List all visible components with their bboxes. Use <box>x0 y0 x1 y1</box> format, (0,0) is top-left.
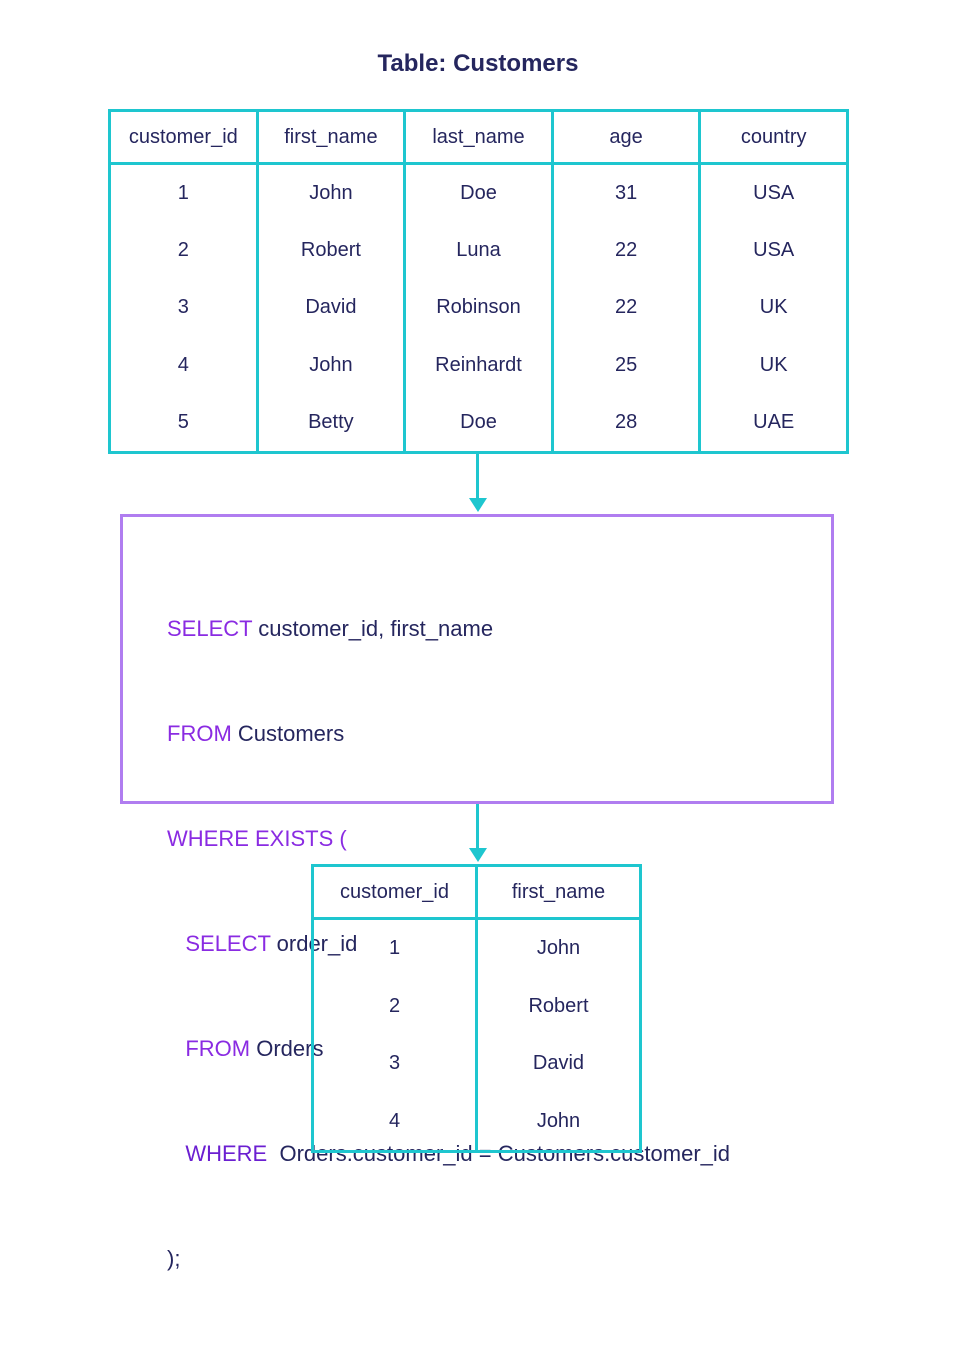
column-header-first-name: first_name <box>255 110 407 165</box>
cell-first-name: Betty <box>255 393 407 453</box>
table-header-row: customer_id first_name last_name age cou… <box>108 110 849 165</box>
cell-customer-id: 3 <box>108 279 259 337</box>
code-line: SELECT customer_id, first_name <box>167 611 730 646</box>
sql-keyword: WHERE <box>185 1141 268 1166</box>
cell-first-name: John <box>475 918 642 978</box>
cell-last-name: Reinhardt <box>403 336 554 394</box>
cell-first-name: David <box>255 279 407 337</box>
cell-first-name: John <box>255 163 407 223</box>
table-row: 1 John Doe 31 USA <box>108 163 849 223</box>
table-row: 2 Robert Luna 22 USA <box>108 222 849 280</box>
arrow-down-icon <box>468 848 487 862</box>
sql-query-box: SELECT customer_id, first_name FROM Cust… <box>120 514 834 1271</box>
sql-keyword: SELECT <box>167 616 253 641</box>
table-row: 1 John <box>311 918 642 978</box>
cell-country: USA <box>698 222 849 280</box>
connector-line <box>476 804 479 850</box>
arrow-down-icon <box>468 498 487 512</box>
cell-age: 25 <box>550 336 702 394</box>
column-header-country: country <box>698 110 849 165</box>
sql-keyword: SELECT <box>185 931 271 956</box>
result-table: customer_id first_name 1 John 2 Robert 3… <box>311 864 642 1153</box>
cell-first-name: Robert <box>475 977 642 1035</box>
cell-country: USA <box>698 163 849 223</box>
cell-customer-id: 4 <box>108 336 259 394</box>
cell-last-name: Doe <box>403 163 554 223</box>
column-header-customer-id: customer_id <box>108 110 259 165</box>
table-row: 4 John Reinhardt 25 UK <box>108 336 849 394</box>
sql-keyword: FROM <box>167 721 232 746</box>
cell-customer-id: 3 <box>311 1034 478 1093</box>
cell-country: UK <box>698 336 849 394</box>
sql-text: customer_id, first_name <box>252 616 494 641</box>
column-header-age: age <box>550 110 702 165</box>
cell-first-name: John <box>475 1092 642 1152</box>
column-header-first-name: first_name <box>475 865 642 920</box>
cell-customer-id: 4 <box>311 1092 478 1152</box>
cell-first-name: Robert <box>255 222 407 280</box>
cell-age: 22 <box>550 279 702 337</box>
cell-customer-id: 1 <box>108 163 259 223</box>
sql-code: SELECT customer_id, first_name FROM Cust… <box>167 541 730 1346</box>
column-header-customer-id: customer_id <box>311 865 478 920</box>
cell-last-name: Robinson <box>403 279 554 337</box>
cell-age: 28 <box>550 393 702 453</box>
table-row: 2 Robert <box>311 977 642 1035</box>
cell-first-name: David <box>475 1034 642 1093</box>
table-row: 5 Betty Doe 28 UAE <box>108 393 849 453</box>
cell-customer-id: 5 <box>108 393 259 453</box>
cell-age: 31 <box>550 163 702 223</box>
sql-keyword: WHERE EXISTS ( <box>167 826 347 851</box>
cell-customer-id: 1 <box>311 918 478 978</box>
sql-text: Customers <box>231 721 345 746</box>
table-row: 3 David Robinson 22 UK <box>108 279 849 337</box>
cell-age: 22 <box>550 222 702 280</box>
sql-keyword: FROM <box>185 1036 251 1061</box>
customers-table: customer_id first_name last_name age cou… <box>108 109 849 454</box>
cell-customer-id: 2 <box>311 977 478 1035</box>
code-line: FROM Customers <box>167 716 730 751</box>
cell-last-name: Doe <box>403 393 554 453</box>
sql-text: ); <box>167 1246 181 1271</box>
column-header-last-name: last_name <box>403 110 554 165</box>
cell-last-name: Luna <box>403 222 554 280</box>
connector-line <box>476 454 479 500</box>
cell-first-name: John <box>255 336 407 394</box>
page-title: Table: Customers <box>377 50 579 77</box>
cell-customer-id: 2 <box>108 222 259 280</box>
table-row: 3 David <box>311 1034 642 1093</box>
table-row: 4 John <box>311 1092 642 1152</box>
code-line: WHERE EXISTS ( <box>167 821 730 856</box>
table-header-row: customer_id first_name <box>311 865 642 920</box>
cell-country: UK <box>698 279 849 337</box>
cell-country: UAE <box>698 393 849 453</box>
code-line: ); <box>167 1241 730 1276</box>
